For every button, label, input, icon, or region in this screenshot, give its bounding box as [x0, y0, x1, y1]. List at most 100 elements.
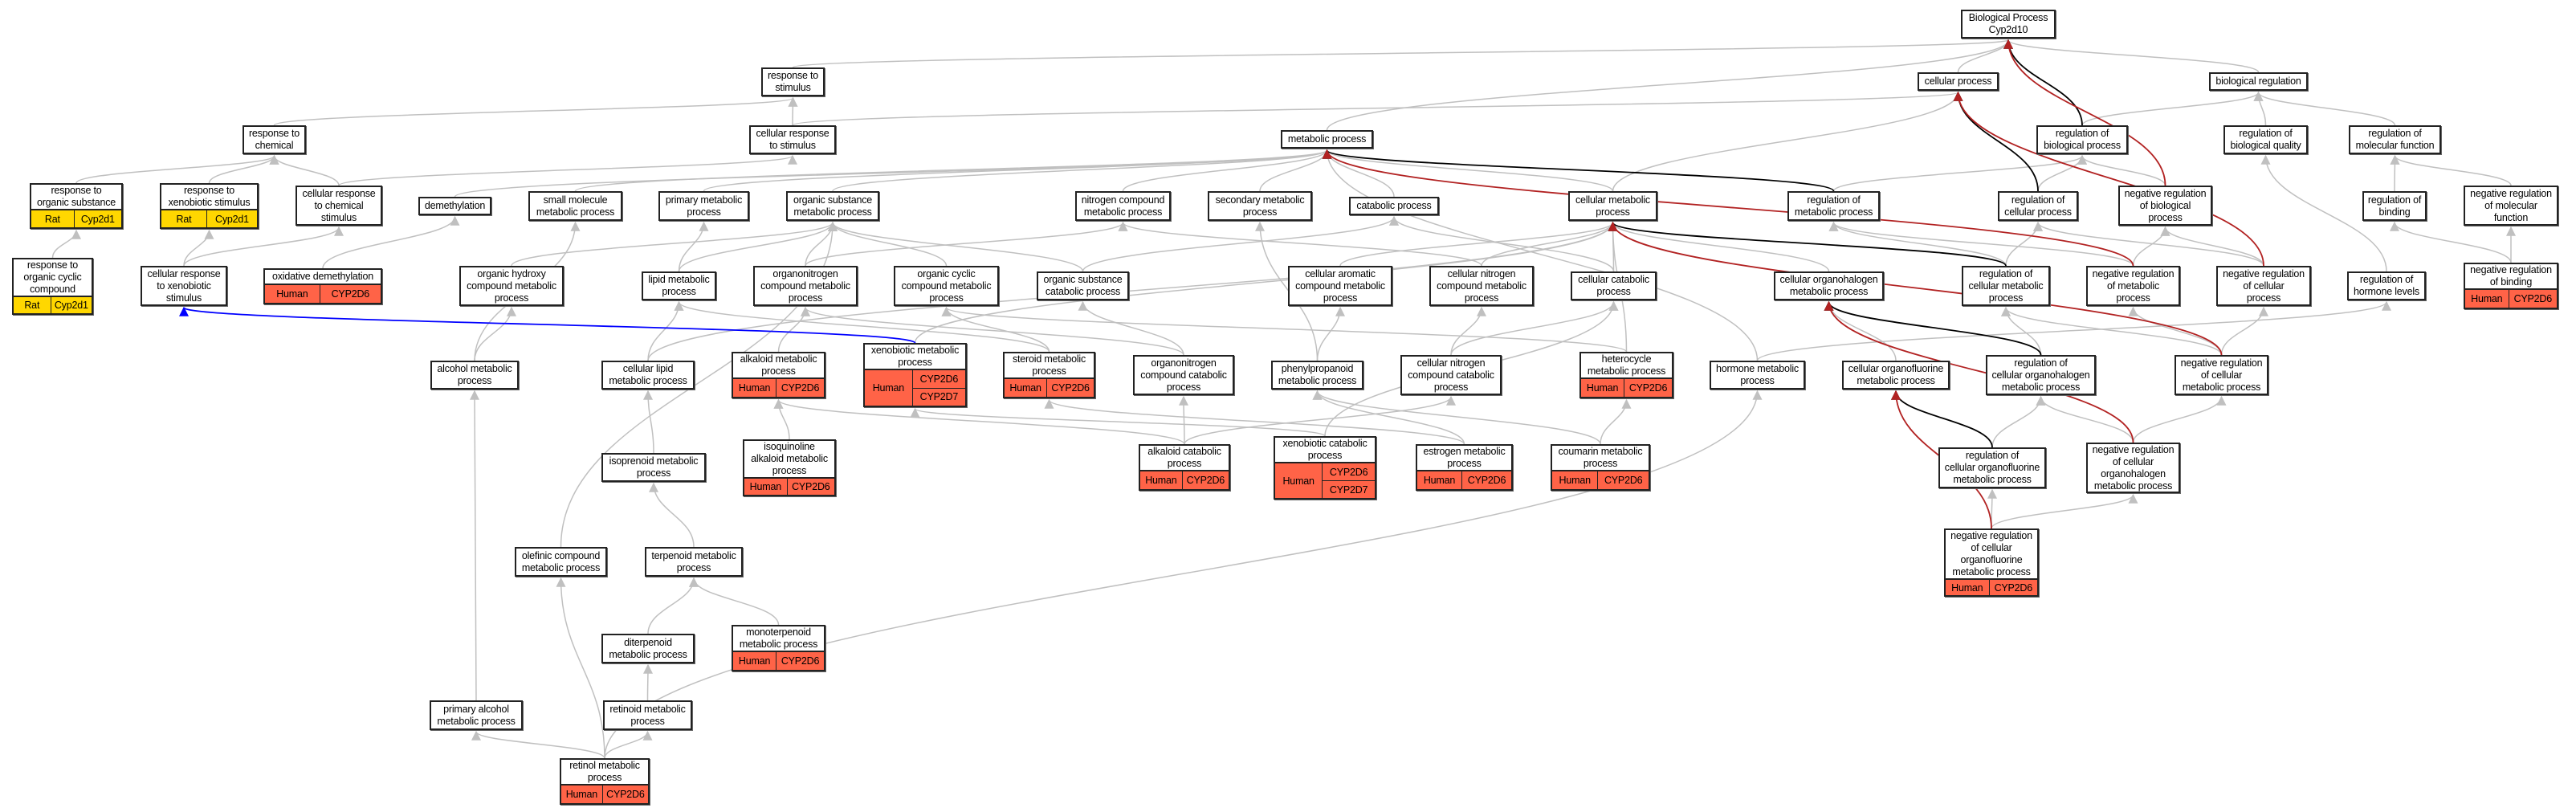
go-term-node[interactable]: cellular response to xenobiotic stimulus	[141, 266, 227, 306]
go-term-node[interactable]: negative regulation of biological proces…	[2118, 186, 2212, 226]
go-term-node[interactable]: negative regulation of cellular organoha…	[2086, 443, 2180, 493]
go-term-node[interactable]: hormone metabolic process	[1710, 361, 1805, 390]
go-term-label: organic substance metabolic process	[793, 194, 873, 218]
go-term-node[interactable]: diterpenoid metabolic process	[601, 634, 695, 663]
go-term-node[interactable]: regulation of cellular organohalogen met…	[1986, 355, 2096, 395]
edge-rolmp-to-pamp	[471, 730, 605, 759]
gene-cell[interactable]: Cyp2d1	[80, 213, 115, 225]
gene-cell[interactable]: CYP2D6	[2513, 293, 2553, 304]
go-term-node[interactable]: cellular process	[1918, 72, 1999, 91]
gene-cell[interactable]: CYP2D6	[792, 481, 830, 492]
go-term-node[interactable]: cellular catabolic process	[1571, 271, 1657, 300]
go-term-node[interactable]: negative regulation of cellular metaboli…	[2175, 355, 2268, 395]
go-term-node[interactable]: organic hydroxy compound metabolic proce…	[459, 266, 564, 306]
go-term-node[interactable]: cellular response to stimulus	[749, 125, 836, 154]
go-term-node[interactable]: regulation of cellular organofluorine me…	[1938, 447, 2046, 488]
gene-cell[interactable]: Cyp2d1	[215, 213, 249, 225]
species-cell: Human	[865, 370, 913, 406]
gene-cell[interactable]: CYP2D6	[1051, 382, 1090, 394]
gene-cell[interactable]: CYP2D6	[1186, 475, 1225, 486]
gene-cell[interactable]: CYP2D6	[331, 288, 370, 300]
gene-cell[interactable]: CYP2D6	[1628, 382, 1668, 394]
go-term-node[interactable]: cellular aromatic compound metabolic pro…	[1288, 266, 1392, 306]
gene-cell[interactable]: Cyp2d1	[54, 300, 88, 311]
go-term-node[interactable]: regulation of binding	[2362, 191, 2427, 221]
go-term-node[interactable]: regulation of biological quality	[2223, 125, 2308, 154]
go-term-node[interactable]: Biological Process Cyp2d10	[1961, 10, 2056, 39]
gene-cell[interactable]: CYP2D6	[1994, 581, 2033, 594]
go-term-node[interactable]: isoprenoid metabolic process	[601, 453, 706, 482]
go-term-node[interactable]: negative regulation of molecular functio…	[2464, 186, 2558, 226]
go-term-node[interactable]: regulation of metabolic process	[1787, 191, 1880, 221]
gene-cell[interactable]: CYP2D6	[606, 789, 645, 800]
go-term-node[interactable]: negative regulation of cellular organofl…	[1944, 528, 2039, 597]
gene-cell[interactable]: CYP2D6	[919, 373, 959, 385]
go-term-node[interactable]: cellular response to chemical stimulus	[296, 186, 382, 226]
gene-cell[interactable]: CYP2D6	[1604, 475, 1643, 486]
gene-cell[interactable]: CYP2D6	[1467, 475, 1506, 486]
gene-cell[interactable]: CYP2D6	[1329, 466, 1368, 478]
go-term-node[interactable]: organic cyclic compound metabolic proces…	[894, 266, 999, 306]
go-term-node[interactable]: catabolic process	[1349, 197, 1439, 215]
go-term-label: hormone metabolic process	[1716, 363, 1799, 386]
go-term-node[interactable]: retinoid metabolic process	[603, 700, 692, 730]
go-term-node[interactable]: negative regulation of cellular process	[2216, 266, 2311, 306]
go-term-node[interactable]: regulation of biological process	[2036, 125, 2128, 154]
go-term-node[interactable]: regulation of cellular metabolic process	[1962, 266, 2050, 306]
gene-cell[interactable]: CYP2D7	[1323, 480, 1375, 498]
gene-cell[interactable]: CYP2D6	[781, 382, 820, 394]
go-term-node[interactable]: cellular lipid metabolic process	[601, 361, 695, 390]
go-term-node[interactable]: primary alcohol metabolic process	[430, 700, 523, 730]
go-term-node[interactable]: response to chemical	[243, 125, 306, 154]
go-term-node[interactable]: organic substance metabolic process	[786, 191, 879, 221]
go-term-node[interactable]: organonitrogen compound metabolic proces…	[753, 266, 858, 306]
go-term-node[interactable]: olefinic compound metabolic process	[515, 547, 607, 577]
go-term-node[interactable]: response to stimulus	[761, 67, 825, 96]
go-term-node[interactable]: cellular organohalogen metabolic process	[1774, 271, 1884, 300]
go-term-node[interactable]: primary metabolic process	[658, 191, 749, 221]
go-term-node[interactable]: cellular nitrogen compound catabolic pro…	[1400, 355, 1502, 395]
edge-rolmp-to-rtmp	[604, 730, 653, 759]
go-term-node[interactable]: terpenoid metabolic process	[645, 547, 743, 577]
go-term-node[interactable]: biological regulation	[2209, 72, 2308, 91]
go-term-node[interactable]: alcohol metabolic process	[430, 361, 519, 390]
go-term-node[interactable]: cellular metabolic process	[1568, 191, 1657, 221]
go-term-node[interactable]: organonitrogen compound catabolic proces…	[1133, 355, 1234, 395]
go-term-node[interactable]: small molecule metabolic process	[528, 191, 622, 221]
go-term-label: negative regulation of molecular functio…	[2470, 187, 2552, 223]
go-term-node[interactable]: regulation of hormone levels	[2347, 271, 2426, 300]
go-term-node[interactable]: regulation of cellular process	[1998, 191, 2078, 221]
gene-cell[interactable]: CYP2D7	[912, 387, 965, 406]
go-term-node[interactable]: lipid metabolic process	[642, 271, 716, 300]
gene-cell[interactable]: CYP2D6	[781, 655, 820, 667]
go-term-node[interactable]: negative regulation of metabolic process	[2086, 266, 2180, 306]
go-term-node[interactable]: demethylation	[418, 197, 491, 215]
go-term-node[interactable]: cellular nitrogen compound metabolic pro…	[1429, 266, 1534, 306]
go-term-node[interactable]: metabolic process	[1281, 130, 1373, 149]
go-term-node[interactable]: regulation of molecular function	[2349, 125, 2441, 154]
go-term-label: regulation of molecular function	[2355, 128, 2435, 151]
go-term-node[interactable]: cellular organofluorine metabolic proces…	[1842, 361, 1950, 390]
go-term-node[interactable]: secondary metabolic process	[1208, 191, 1312, 221]
go-term-node[interactable]: organic substance catabolic process	[1037, 271, 1129, 300]
go-term-node[interactable]: nitrogen compound metabolic process	[1075, 191, 1171, 221]
go-term-node[interactable]: phenylpropanoid metabolic process	[1271, 361, 1363, 390]
